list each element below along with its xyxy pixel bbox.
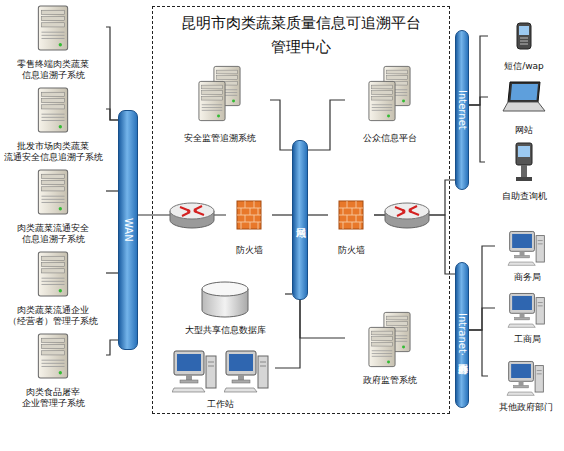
network-link — [300, 300, 345, 338]
server-node: 公众信息平台 — [345, 62, 435, 144]
bar-label: WAN — [122, 218, 134, 242]
network-link — [106, 340, 118, 355]
terminal-node: 短信/wap — [488, 20, 560, 72]
node-label: 网站 — [488, 125, 560, 136]
office-node: 其他政府部门 — [488, 358, 564, 413]
network-link — [275, 300, 300, 368]
node-label: 零售终端肉类蔬菜 信息追溯子系统 — [0, 59, 106, 81]
node-label: 政府监管系统 — [345, 375, 435, 386]
node-label: 其他政府部门 — [488, 402, 564, 413]
network-link — [106, 109, 118, 120]
node-label: 批发市场肉类蔬菜 流通安全信息追溯子系统 — [0, 141, 106, 163]
network-link — [270, 100, 292, 150]
bar-label: Internet — [456, 90, 468, 130]
network-link — [469, 36, 488, 105]
node-label: 安全监管追溯系统 — [170, 133, 270, 144]
node-label: 自助查询机 — [485, 191, 563, 202]
node-label: 工商局 — [495, 334, 560, 345]
network-bar: WAN — [118, 110, 138, 350]
node-label: 肉类蔬菜流通企业 （经营者）管理子系统 — [0, 305, 106, 327]
network-link — [469, 330, 488, 376]
terminal-icons — [503, 23, 545, 181]
network-link — [469, 308, 495, 330]
network-link — [106, 272, 118, 273]
frame-title: 昆明市肉类蔬菜质量信息可追溯平台 管理中心 — [153, 7, 449, 59]
node-label: 短信/wap — [488, 61, 560, 72]
computer-icons — [172, 231, 544, 395]
node-label: 肉类食品屠宰 企业管理子系统 — [0, 387, 106, 409]
terminal-node: 网站 — [488, 78, 560, 136]
office-node: 工商局 — [495, 290, 560, 345]
workstation-node: 工作站 — [165, 346, 275, 410]
node-label: 工作站 — [165, 399, 275, 410]
server-node: 安全监管追溯系统 — [170, 62, 270, 144]
network-link — [469, 246, 495, 330]
server-node: 肉类蔬菜流通安全 信息追溯子系统 — [0, 167, 106, 245]
platform-frame: 昆明市肉类蔬菜质量信息可追溯平台 管理中心安全监管追溯系统 公众信息平台防火墙 局域… — [152, 6, 450, 414]
server-node: 政府监管系统 — [345, 308, 435, 386]
network-link — [272, 214, 292, 215]
office-node: 商务局 — [495, 228, 560, 283]
node-label: 商务局 — [495, 272, 560, 283]
node-label: 防火墙 — [328, 245, 374, 256]
firewall-node: 防火墙 — [226, 198, 272, 256]
server-node: 肉类蔬菜流通企业 （经营者）管理子系统 — [0, 249, 106, 327]
network-bar: 局域网 — [292, 140, 308, 300]
node-label: 肉类蔬菜流通安全 信息追溯子系统 — [0, 223, 106, 245]
firewall-node: 防火墙 — [328, 198, 374, 256]
node-label: 大型共享信息数据库 — [165, 325, 285, 336]
network-link — [469, 97, 488, 105]
network-link — [106, 27, 118, 120]
server-node: 肉类食品屠宰 企业管理子系统 — [0, 331, 106, 409]
network-link — [285, 293, 292, 294]
network-bar: Intranet·政府办公网 — [455, 262, 469, 408]
database-node: 大型共享信息数据库 — [165, 278, 285, 336]
network-link — [308, 100, 345, 150]
node-label: 公众信息平台 — [345, 133, 435, 144]
node-label: 防火墙 — [226, 245, 272, 256]
server-node: 批发市场肉类蔬菜 流通安全信息追溯子系统 — [0, 85, 106, 163]
database-icon — [202, 282, 248, 317]
network-bar: Internet — [455, 30, 469, 190]
server-node: 零售终端肉类蔬菜 信息追溯子系统 — [0, 3, 106, 81]
bar-label: Intranet·政府办公网 — [456, 313, 468, 356]
network-link — [106, 190, 118, 191]
terminal-node: 自助查询机 — [485, 140, 563, 202]
network-link — [469, 105, 485, 162]
network-link — [308, 214, 328, 215]
